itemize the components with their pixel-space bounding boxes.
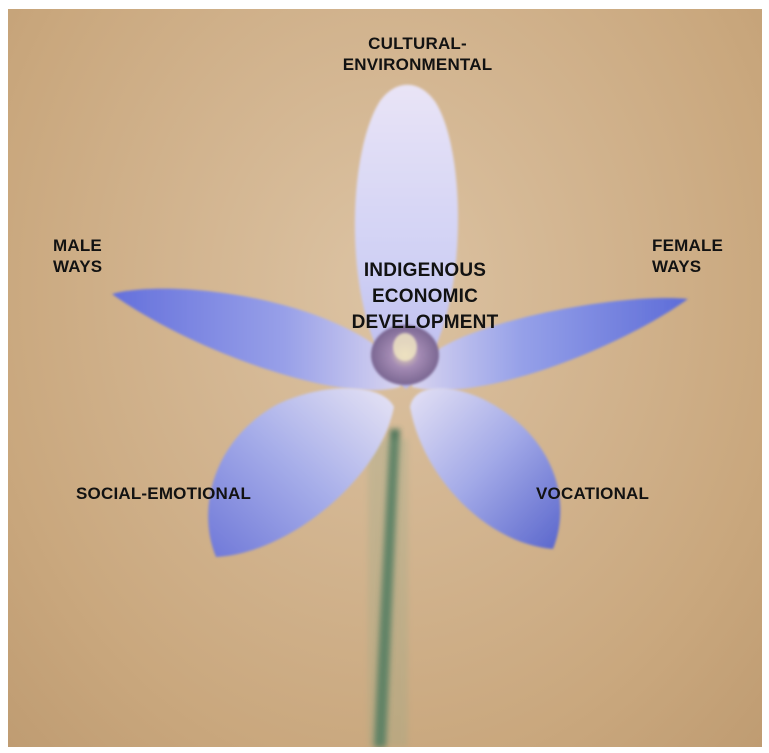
stem-glow	[368, 439, 408, 747]
label-social-emotional: SOCIAL-EMOTIONAL	[76, 483, 251, 504]
label-male-ways: MALE WAYS	[53, 235, 102, 277]
label-cultural-environmental: CULTURAL- ENVIRONMENTAL	[325, 33, 510, 75]
flower-photo	[8, 9, 762, 747]
label-indigenous-economic-development: INDIGENOUS ECONOMIC DEVELOPMENT	[320, 258, 530, 336]
petal-lower-right	[410, 388, 560, 549]
flower-illustration	[8, 9, 762, 747]
label-vocational: VOCATIONAL	[536, 483, 649, 504]
petal-lower-left	[208, 388, 394, 557]
label-female-ways: FEMALE WAYS	[652, 235, 723, 277]
